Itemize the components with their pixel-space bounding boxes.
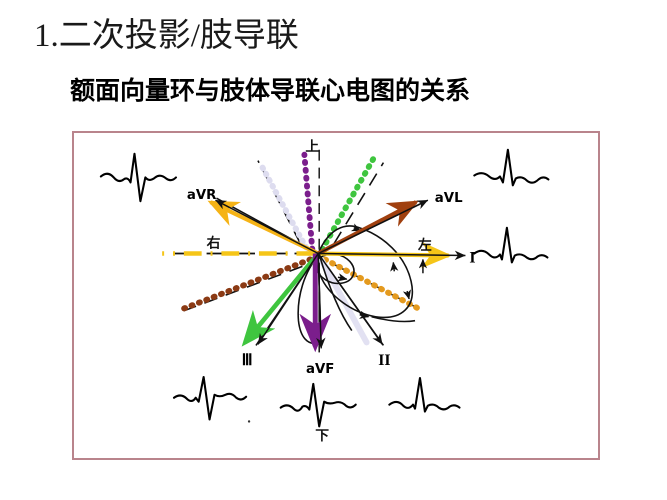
lead-iii-ecg: [172, 375, 248, 421]
label-avf: aVF: [306, 362, 334, 377]
avl-ecg: [473, 148, 550, 187]
perp-orange-dotted: [322, 256, 422, 312]
loop-lower-extension: [371, 315, 416, 323]
thin-arrow-lead-ii: [317, 253, 384, 345]
label-up: 上: [305, 139, 319, 155]
perp-brown-dotted: [174, 256, 314, 314]
lead-ii-ecg: [388, 376, 461, 413]
vector-loop-diagram: 上 下 右 左 aVR aVL I II Ⅲ aVF: [99, 139, 550, 444]
page-title: 1.二次投影/肢导联: [34, 18, 299, 54]
avf-ecg: [279, 382, 357, 428]
stray-dot: [247, 420, 251, 423]
perp-purple-dotted: [301, 151, 316, 253]
label-lead-ii: II: [378, 352, 390, 369]
slide-subtitle: 额面向量环与肢体导联心电图的关系: [70, 76, 471, 105]
loop-arrow-up: [390, 261, 399, 272]
label-lead-iii: Ⅲ: [242, 352, 253, 369]
lead-i-ecg: [473, 226, 549, 264]
label-left-side: 左: [417, 237, 432, 254]
label-down: 下: [315, 428, 329, 444]
thin-arrow-lead-iii: [257, 253, 319, 345]
thin-lead-arrows: [215, 199, 466, 349]
vector-lead-iii: [241, 252, 320, 347]
label-avr: aVR: [187, 188, 217, 203]
thin-arrow-avr: [215, 199, 319, 255]
lead-axis-vectors: [162, 200, 452, 353]
label-avl: aVL: [435, 191, 463, 206]
thin-arrow-avf: [316, 253, 326, 349]
label-right-side: 右: [207, 235, 221, 252]
loop-mid-tail: [318, 254, 353, 332]
figure-frame: 上 下 右 左 aVR aVL I II Ⅲ aVF: [72, 131, 600, 460]
perp-lavender-lower: [318, 256, 370, 346]
diagram-labels: 上 下 右 左 aVR aVL I II Ⅲ aVF: [187, 139, 476, 444]
perp-lavender-dotted-upper: [257, 161, 313, 257]
thin-arrow-lead-i: [318, 250, 466, 261]
thin-arrow-avl: [317, 199, 429, 255]
loop-arrow-right: [402, 289, 411, 300]
loop-arrow-inner: [337, 273, 348, 282]
dashed-perp-upper-right: [333, 162, 385, 245]
label-lead-i: I: [469, 249, 475, 266]
avr-ecg: [99, 152, 178, 203]
